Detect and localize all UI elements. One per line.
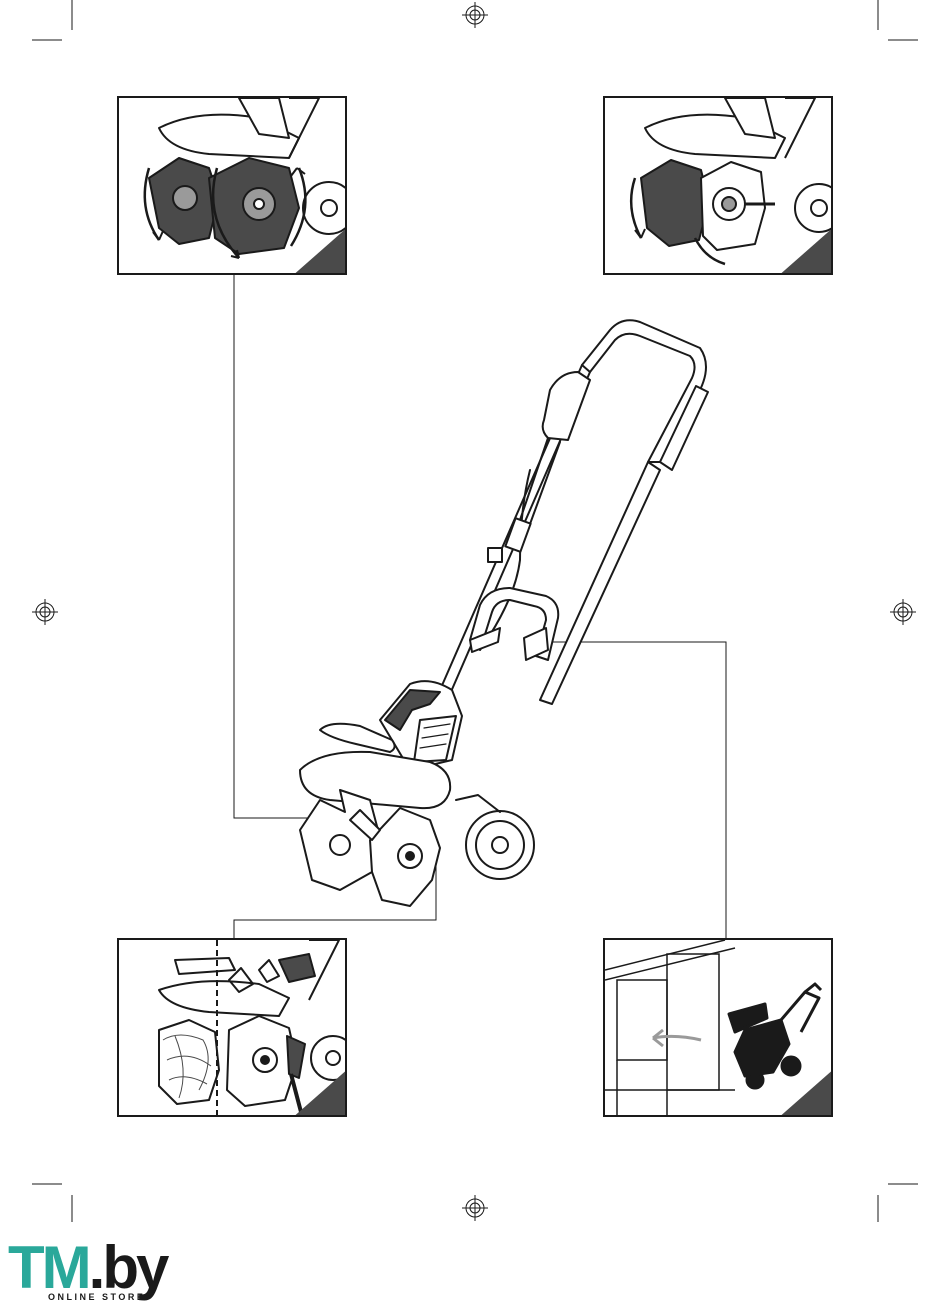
tine-cleaning-icon [119,940,347,1117]
tine-removal-icon [605,98,833,275]
tiller-illustration [300,320,708,906]
registration-mark-left [32,599,58,625]
storage-panel [603,938,833,1117]
registration-mark-right [890,599,916,625]
tines-cleaning-panel [117,938,347,1117]
storage-icon [605,940,833,1117]
logo-tagline: ONLINE STORE [48,1292,145,1302]
logo-dot: . [89,1234,103,1301]
tines-removal-panel [603,96,833,275]
tmby-logo[interactable]: TM.by ONLINE STORE [8,1238,158,1304]
logo-tm: TM [8,1234,89,1301]
registration-mark-bottom [462,1195,488,1221]
registration-mark-top [462,2,488,28]
logo-by: by [102,1234,166,1301]
logo-wordmark: TM.by [8,1238,166,1298]
tine-rotation-icon [119,98,347,275]
stored-tiller-silhouette [729,984,821,1088]
tines-rotation-panel [117,96,347,275]
